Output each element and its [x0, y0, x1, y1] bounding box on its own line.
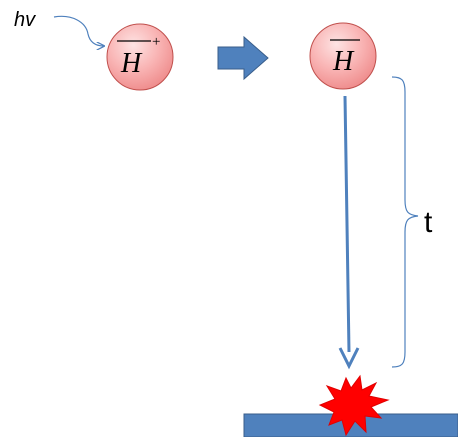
antihydrogen-atom: H [309, 22, 377, 90]
atom-symbol: H [332, 46, 355, 77]
time-brace [391, 76, 419, 368]
right-block-arrow-icon [217, 35, 269, 81]
photon-arrow [53, 15, 104, 46]
fall-arrow [338, 95, 360, 370]
explosion-burst-icon [318, 374, 390, 437]
ion-symbol: H [120, 48, 143, 79]
time-label: t [424, 206, 433, 239]
photon-label: hv [14, 9, 36, 31]
antihydrogen-ion: H + [106, 23, 174, 91]
ion-charge: + [152, 34, 160, 50]
